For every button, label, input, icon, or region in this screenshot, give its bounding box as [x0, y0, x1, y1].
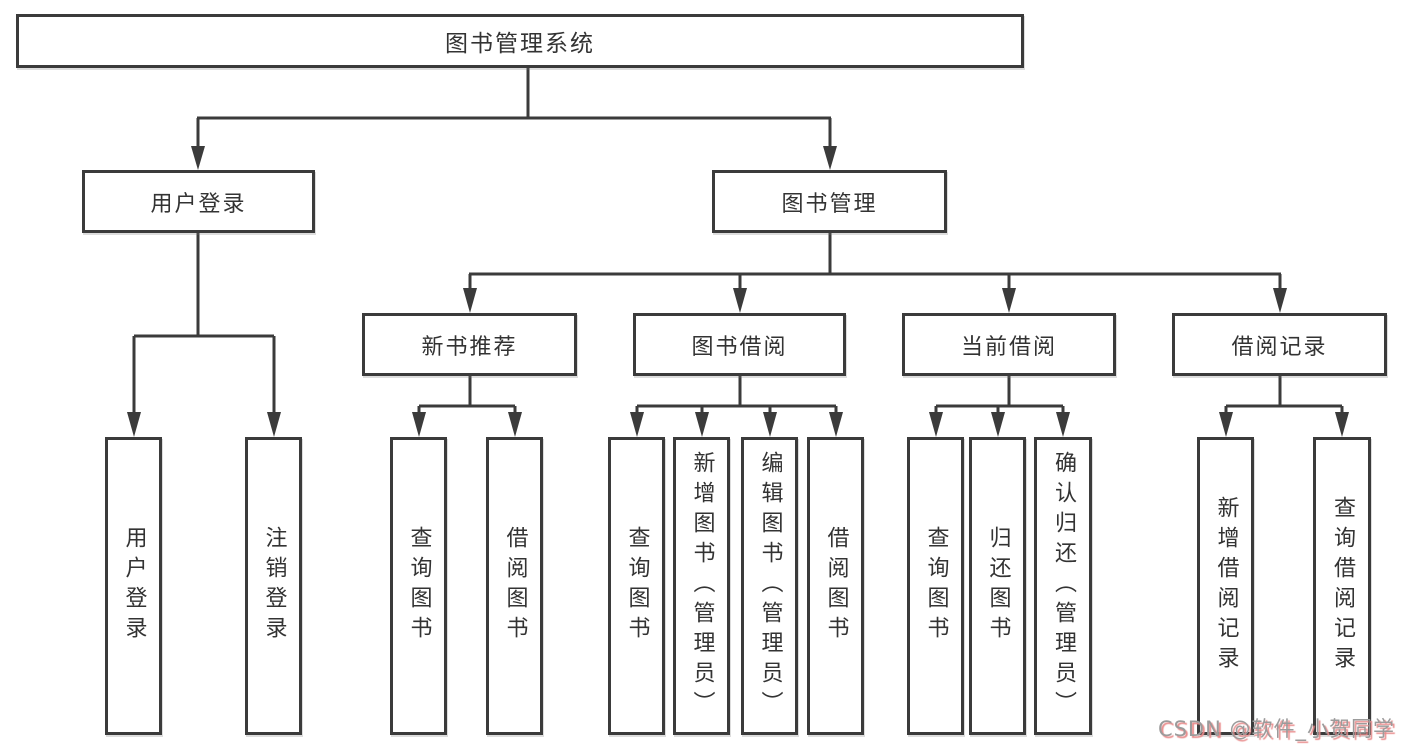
edge-book-management-children: [463, 233, 1287, 313]
node-label: 借阅图书: [823, 526, 849, 646]
node-root-system: 图书管理系统: [16, 14, 1024, 68]
node-book-management: 图书管理: [712, 170, 947, 233]
arrowhead: [763, 412, 777, 437]
arrowhead: [191, 146, 205, 170]
node-label: 注销登录: [261, 526, 287, 646]
node-new-book-recommend: 新书推荐: [362, 313, 577, 376]
node-label: 查询图书: [923, 526, 949, 646]
leaf-edit-books-admin: 编辑图书（管理员）: [741, 437, 798, 735]
arrowhead: [823, 146, 837, 170]
leaf-borrow-books: 借阅图书: [807, 437, 864, 735]
arrowhead: [1273, 288, 1287, 313]
csdn-watermark: CSDN @软件_小贺同学: [1157, 717, 1395, 741]
arrowhead: [991, 412, 1005, 437]
leaf-query-books: 查询图书: [907, 437, 964, 735]
arrowhead: [929, 412, 943, 437]
arrowhead: [733, 288, 747, 313]
node-borrow-records: 借阅记录: [1172, 313, 1387, 376]
node-label: 查询图书: [624, 526, 650, 646]
node-label: 借阅图书: [502, 526, 528, 646]
arrowhead: [508, 412, 522, 437]
node-label: 编辑图书（管理员）: [757, 451, 783, 721]
arrowhead: [1335, 412, 1349, 437]
leaf-user-login: 用户登录: [105, 437, 162, 735]
edge-borrow-records-children: [1219, 376, 1349, 437]
arrowhead: [267, 412, 281, 437]
node-label: 图书管理系统: [445, 31, 595, 57]
arrowhead: [127, 412, 141, 437]
leaf-add-borrow-record: 新增借阅记录: [1197, 437, 1254, 735]
leaf-confirm-return-admin: 确认归还（管理员）: [1034, 437, 1092, 735]
node-label: 用户登录: [121, 526, 147, 646]
node-current-borrow: 当前借阅: [902, 313, 1116, 376]
node-label: 当前借阅: [960, 334, 1057, 360]
leaf-query-books: 查询图书: [390, 437, 447, 735]
arrowhead: [695, 412, 709, 437]
arrowhead: [829, 412, 843, 437]
leaf-query-books: 查询图书: [608, 437, 665, 735]
edge-root-to-level2: [191, 68, 837, 170]
leaf-borrow-books: 借阅图书: [486, 437, 543, 735]
node-user-login: 用户登录: [82, 170, 315, 233]
edge-current-borrow-children: [929, 376, 1070, 437]
edge-new-book-recommend-children: [412, 376, 522, 437]
edge-user-login-children: [127, 233, 281, 437]
node-label: 新增借阅记录: [1213, 496, 1239, 676]
arrowhead: [1219, 412, 1233, 437]
arrowhead: [412, 412, 426, 437]
leaf-query-borrow-record: 查询借阅记录: [1313, 437, 1371, 735]
node-label: 图书借阅: [691, 334, 788, 360]
node-label: 新书推荐: [421, 334, 518, 360]
node-label: 用户登录: [150, 191, 247, 217]
node-book-borrow: 图书借阅: [633, 313, 846, 376]
arrowhead: [1002, 288, 1016, 313]
node-label: 查询借阅记录: [1330, 496, 1355, 676]
node-label: 查询图书: [406, 526, 432, 646]
node-label: 图书管理: [781, 191, 878, 217]
node-label: 归还图书: [985, 526, 1011, 646]
node-label: 新增图书（管理员）: [689, 451, 715, 721]
node-label: 确认归还（管理员）: [1051, 451, 1076, 721]
arrowhead: [630, 412, 644, 437]
arrowhead: [1056, 412, 1070, 437]
leaf-add-books-admin: 新增图书（管理员）: [673, 437, 730, 735]
leaf-logout: 注销登录: [245, 437, 302, 735]
arrowhead: [463, 288, 477, 313]
node-label: 借阅记录: [1231, 334, 1328, 360]
leaf-return-books: 归还图书: [969, 437, 1026, 735]
edge-book-borrow-children: [630, 376, 843, 437]
